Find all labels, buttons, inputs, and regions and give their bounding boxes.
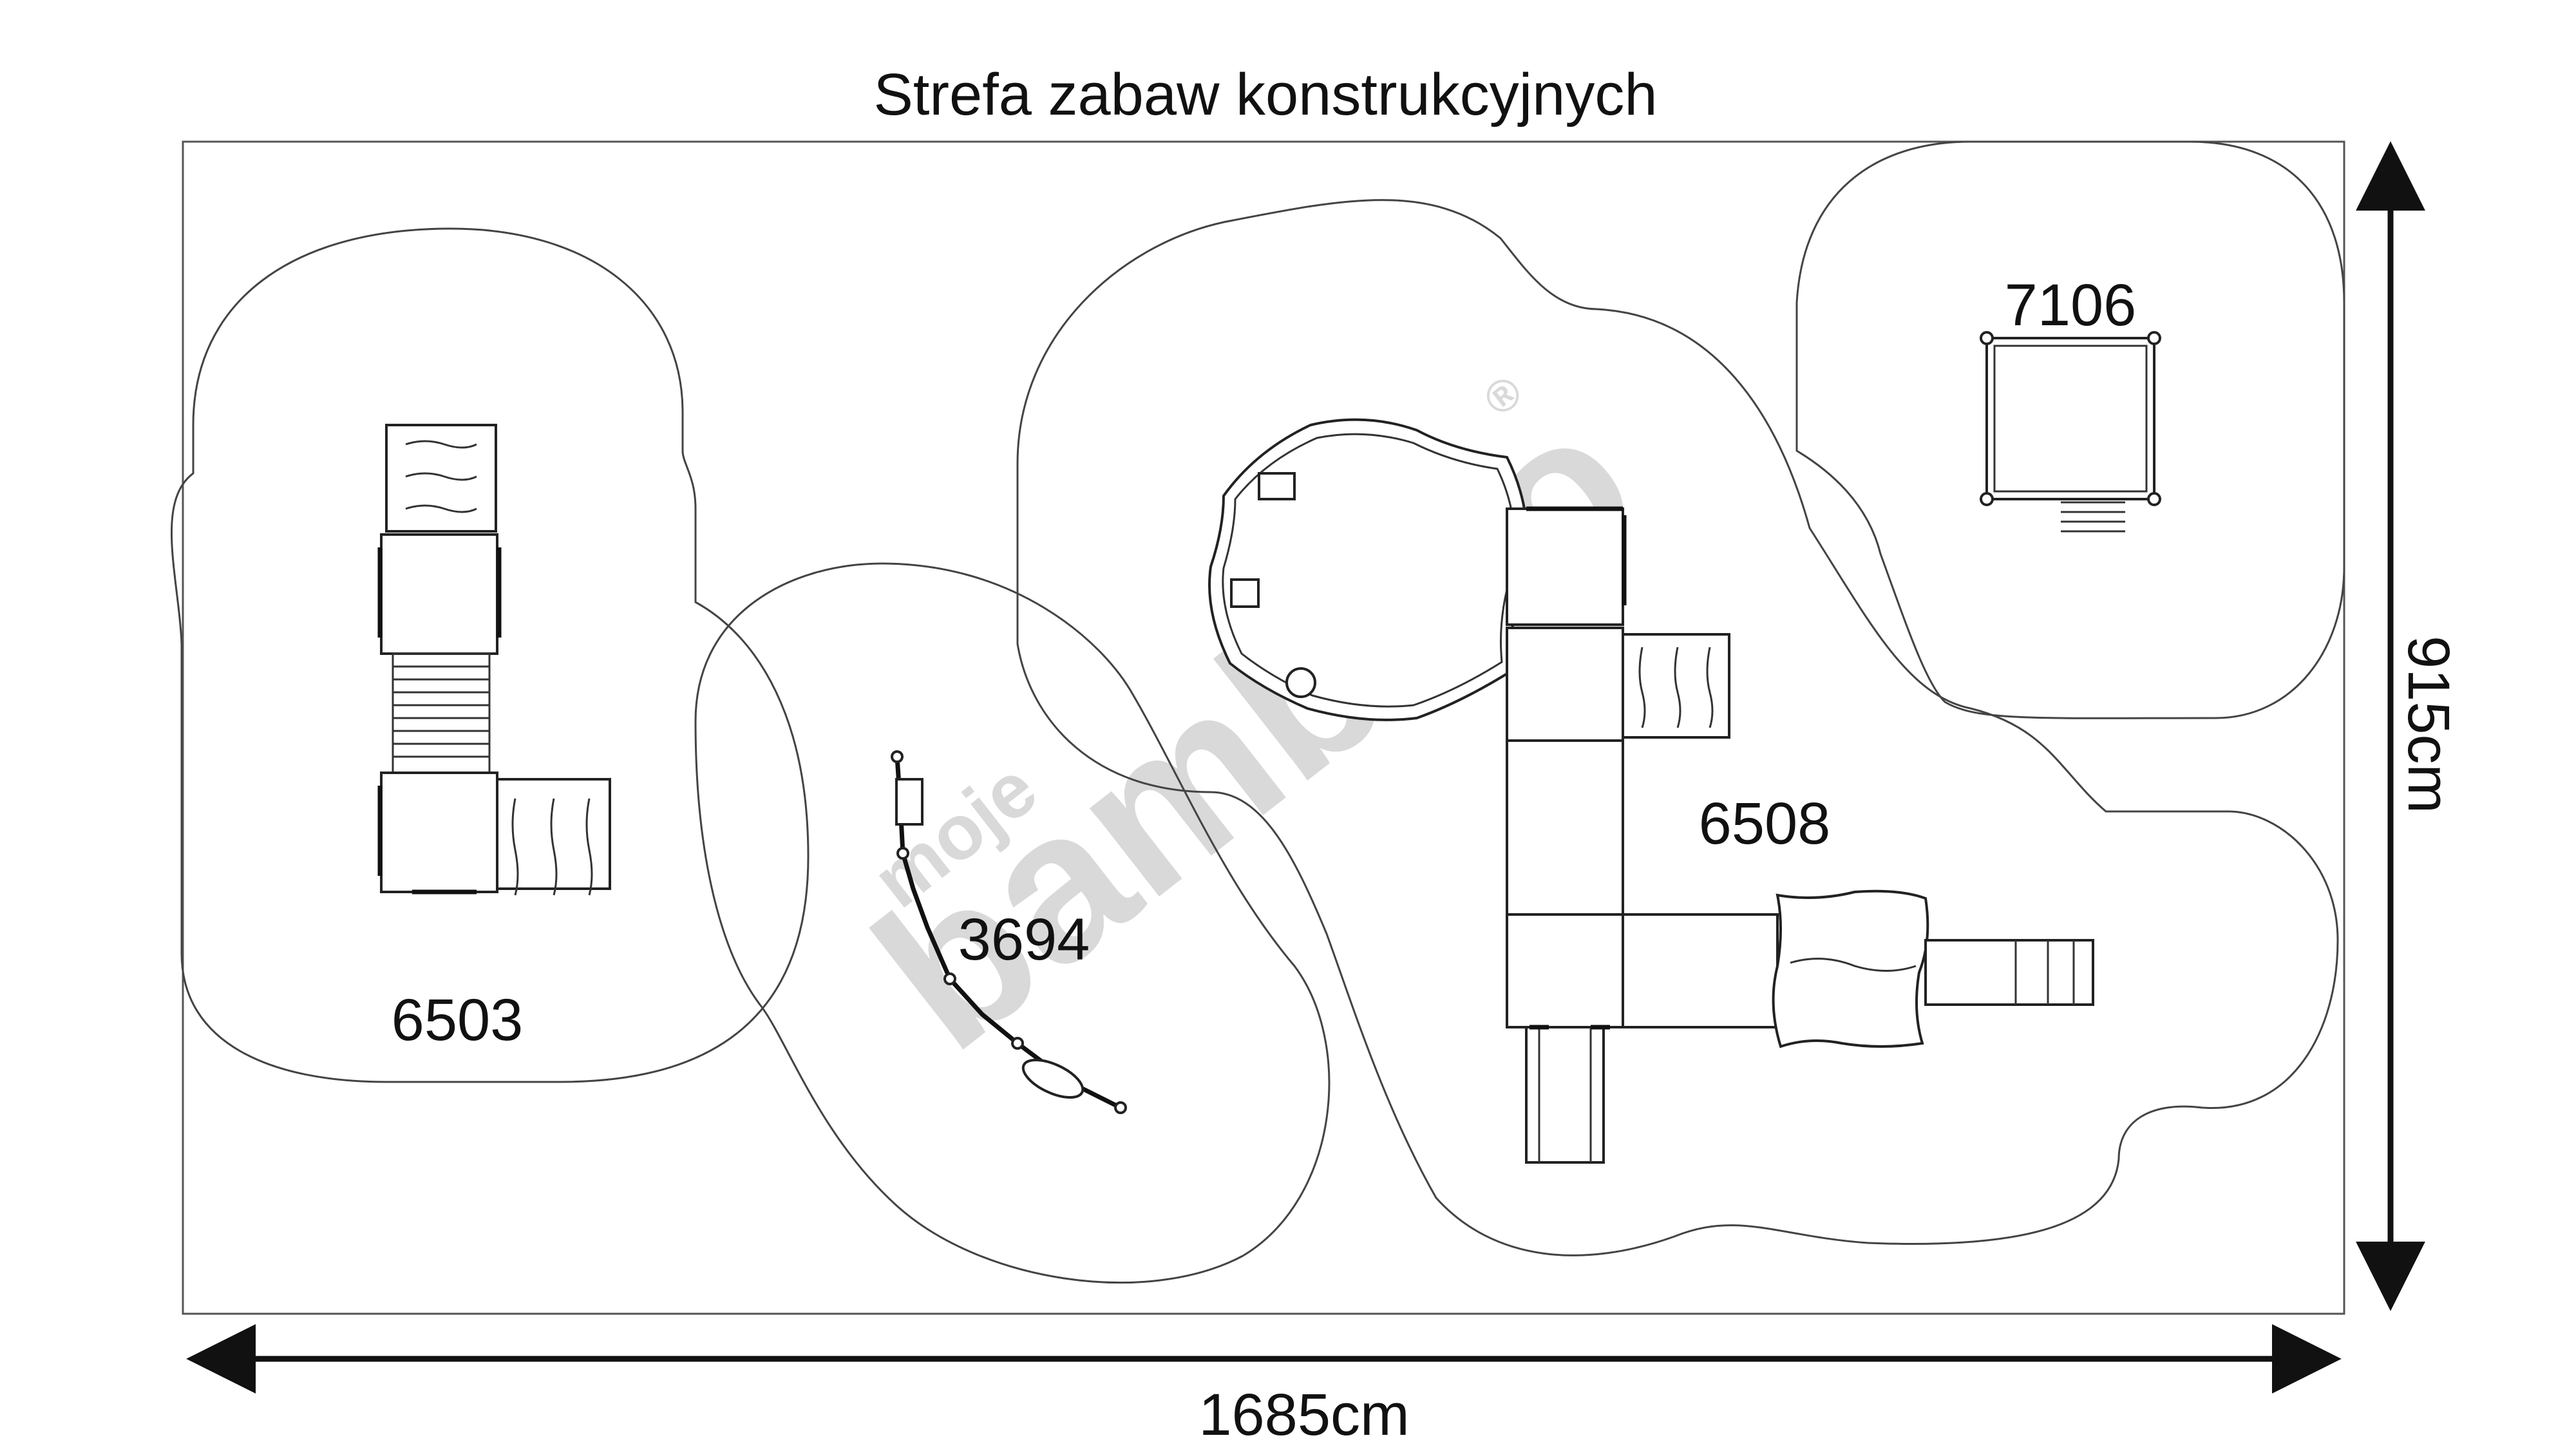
width-dimension-label: 1685cm <box>1198 1382 1409 1448</box>
structure-7106 <box>1980 331 2161 533</box>
zone-3694-code: 3694 <box>958 907 1090 972</box>
zone-6503-code: 6503 <box>392 987 524 1053</box>
zone-7106: 7106 <box>1795 140 2345 719</box>
structure-6508 <box>1208 418 2094 1164</box>
zone-6503: 6503 <box>170 227 810 1083</box>
structure-3694 <box>891 750 1127 1114</box>
zone-3694: 3694 <box>694 562 1331 1284</box>
zone-6508: 6508 <box>1016 199 2339 1256</box>
zone-7106-outline <box>1795 140 2345 719</box>
diagram-title: Strefa zabaw konstrukcyjnych <box>874 62 1658 128</box>
height-dimension-label: 915cm <box>2396 636 2461 813</box>
zone-6508-code: 6508 <box>1699 791 1831 857</box>
structure-6503 <box>377 424 611 896</box>
zone-3694-outline <box>694 562 1331 1284</box>
area-boundary <box>182 140 2345 1315</box>
zone-6508-outline <box>1016 199 2339 1256</box>
zone-7106-code: 7106 <box>2005 272 2137 338</box>
zone-6503-outline <box>170 227 810 1083</box>
